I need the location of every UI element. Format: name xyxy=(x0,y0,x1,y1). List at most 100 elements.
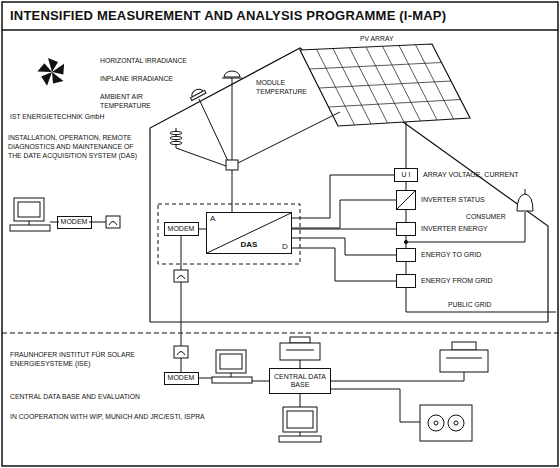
pyranometer-horizontal xyxy=(222,71,242,160)
connector-wire xyxy=(292,200,396,228)
company-name: IST ENERGIETECHNIK GmbH xyxy=(10,112,104,121)
connector-wire xyxy=(406,262,407,274)
bell-hook xyxy=(525,189,526,194)
institute-name: FRAUNHOFER INSTITUT FÜR SOLARE ENERGIESY… xyxy=(10,350,135,368)
phone-socket xyxy=(174,346,188,358)
modem-cable xyxy=(50,222,59,223)
sensor-pole xyxy=(232,78,233,160)
title-rule xyxy=(2,29,558,31)
connector-wire xyxy=(292,248,396,281)
pv-cell-line xyxy=(310,63,442,70)
part-label: CONSUMER xyxy=(466,212,506,221)
meter-label: ARRAY VOLTAGE, CURRENT xyxy=(423,171,519,179)
screen xyxy=(18,202,40,217)
connector-wire xyxy=(199,229,207,230)
sensor-base xyxy=(190,90,206,100)
monitor-stand xyxy=(300,432,301,436)
phone-socket xyxy=(106,216,120,228)
sensor-label: AMBIENT AIR TEMPERATURE xyxy=(100,92,156,110)
connector-wire xyxy=(406,236,407,248)
grid-cable xyxy=(406,288,556,312)
tape-reel xyxy=(448,415,464,431)
sensor-label: INPLANE IRRADIANCE xyxy=(100,74,173,83)
printer-slot xyxy=(286,350,314,351)
tape-reel xyxy=(428,415,444,431)
connector-wire xyxy=(292,238,396,255)
printer xyxy=(440,342,488,372)
pyranometer-inplane xyxy=(188,86,206,100)
meter-box: ENERGY FROM GRID xyxy=(396,274,416,288)
converter-mark: A xyxy=(210,214,215,223)
pv-array-frame xyxy=(300,44,470,126)
phone-line xyxy=(181,358,182,372)
phone-wire xyxy=(181,236,182,270)
module-temperature-wire xyxy=(238,112,340,163)
junction-box xyxy=(226,160,238,170)
radiation-shield xyxy=(170,141,182,144)
sensor-label: HORIZONTAL IRRADIANCE xyxy=(100,56,187,65)
meter-label: ENERGY TO GRID xyxy=(421,251,481,259)
phone-line xyxy=(89,222,106,223)
meter-box: U IARRAY VOLTAGE, CURRENT xyxy=(394,168,418,182)
keyboard xyxy=(279,436,321,442)
divider-line xyxy=(2,333,558,334)
das-enclosure xyxy=(158,204,300,264)
monitor-stand xyxy=(231,373,232,377)
monitor xyxy=(14,198,44,221)
socket-box xyxy=(174,346,188,358)
converter-mark: D xyxy=(282,242,288,251)
modem-box: MODEM xyxy=(164,372,199,385)
tape-unit xyxy=(420,405,472,441)
radiation-shield xyxy=(170,136,182,139)
pv-cell-line xyxy=(319,81,451,88)
meter-label: INVERTER ENERGY xyxy=(421,225,488,233)
computer xyxy=(10,198,50,231)
box-label: DAS xyxy=(241,240,258,250)
printer xyxy=(280,337,320,360)
part-label: PUBLIC GRID xyxy=(448,300,491,309)
part-label: PV ARRAY xyxy=(360,34,394,43)
printer-body xyxy=(280,343,320,360)
pv-array xyxy=(300,44,470,126)
connector-wire xyxy=(406,210,407,222)
socket-box xyxy=(106,216,120,228)
data-cable xyxy=(300,360,301,368)
meter-label: INVERTER STATUS xyxy=(421,196,485,204)
logo-blade xyxy=(37,62,53,76)
keyboard xyxy=(10,225,50,231)
database-box: CENTRAL DATA BASE xyxy=(269,368,331,394)
temperature-sensor xyxy=(170,128,182,148)
connector-wire xyxy=(292,175,394,218)
meter-box: INVERTER ENERGY xyxy=(396,222,416,236)
data-cable xyxy=(300,394,301,407)
house-floor xyxy=(150,321,548,322)
consumer-wire xyxy=(525,212,526,242)
consumer-wire xyxy=(406,242,525,243)
sensor-cable xyxy=(232,170,233,212)
socket-box xyxy=(174,270,188,282)
modem-box: MODEM xyxy=(164,222,199,236)
box-label: U I xyxy=(402,171,411,179)
keyboard xyxy=(212,377,252,383)
note-text: IN COOPERATION WITH WIP, MUNICH AND JRC/… xyxy=(10,412,205,421)
note-text: INSTALLATION, OPERATION, REMOTE DIAGNOST… xyxy=(8,133,146,160)
radiation-shield xyxy=(170,131,182,134)
data-cable xyxy=(252,381,269,382)
sensor-label: MODULE TEMPERATURE xyxy=(256,78,318,96)
reel-hub xyxy=(454,421,458,425)
printer-body xyxy=(440,350,488,372)
handset-symbol xyxy=(177,276,185,280)
ad-converter-diagonal xyxy=(207,213,291,253)
computer xyxy=(279,407,321,442)
reel-hub xyxy=(434,421,438,425)
data-cable xyxy=(331,389,420,422)
note-text: CENTRAL DATA BASE AND EVALUATION xyxy=(10,392,140,401)
handset-symbol xyxy=(109,222,117,226)
box-label: CENTRAL DATA BASE xyxy=(273,373,327,390)
screen xyxy=(220,354,242,369)
connector-wire xyxy=(406,182,407,190)
sensor-dome xyxy=(224,71,240,77)
computer xyxy=(212,350,252,383)
monitor xyxy=(216,350,246,373)
